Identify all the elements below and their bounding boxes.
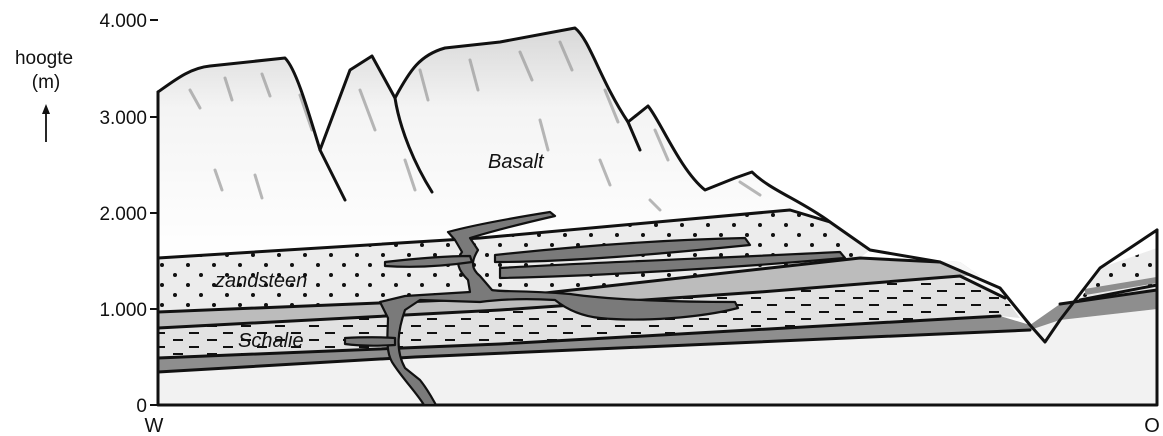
tick-1000: 1.000 bbox=[99, 300, 147, 321]
tick-3000: 3.000 bbox=[99, 108, 147, 129]
sandstone-label: zandsteen bbox=[214, 270, 307, 292]
east-label: O bbox=[1144, 415, 1160, 436]
tick-2000: 2.000 bbox=[99, 204, 147, 225]
tick-0: 0 bbox=[136, 396, 147, 417]
up-arrow-icon bbox=[42, 104, 50, 142]
axis-title-line2: (m) bbox=[32, 72, 60, 93]
basalt-label: Basalt bbox=[488, 151, 545, 173]
shale-label: Schalie bbox=[238, 330, 304, 352]
west-label: W bbox=[145, 415, 164, 436]
axis-title-line1: hoogte bbox=[15, 48, 73, 69]
tick-4000: 4.000 bbox=[99, 11, 147, 32]
